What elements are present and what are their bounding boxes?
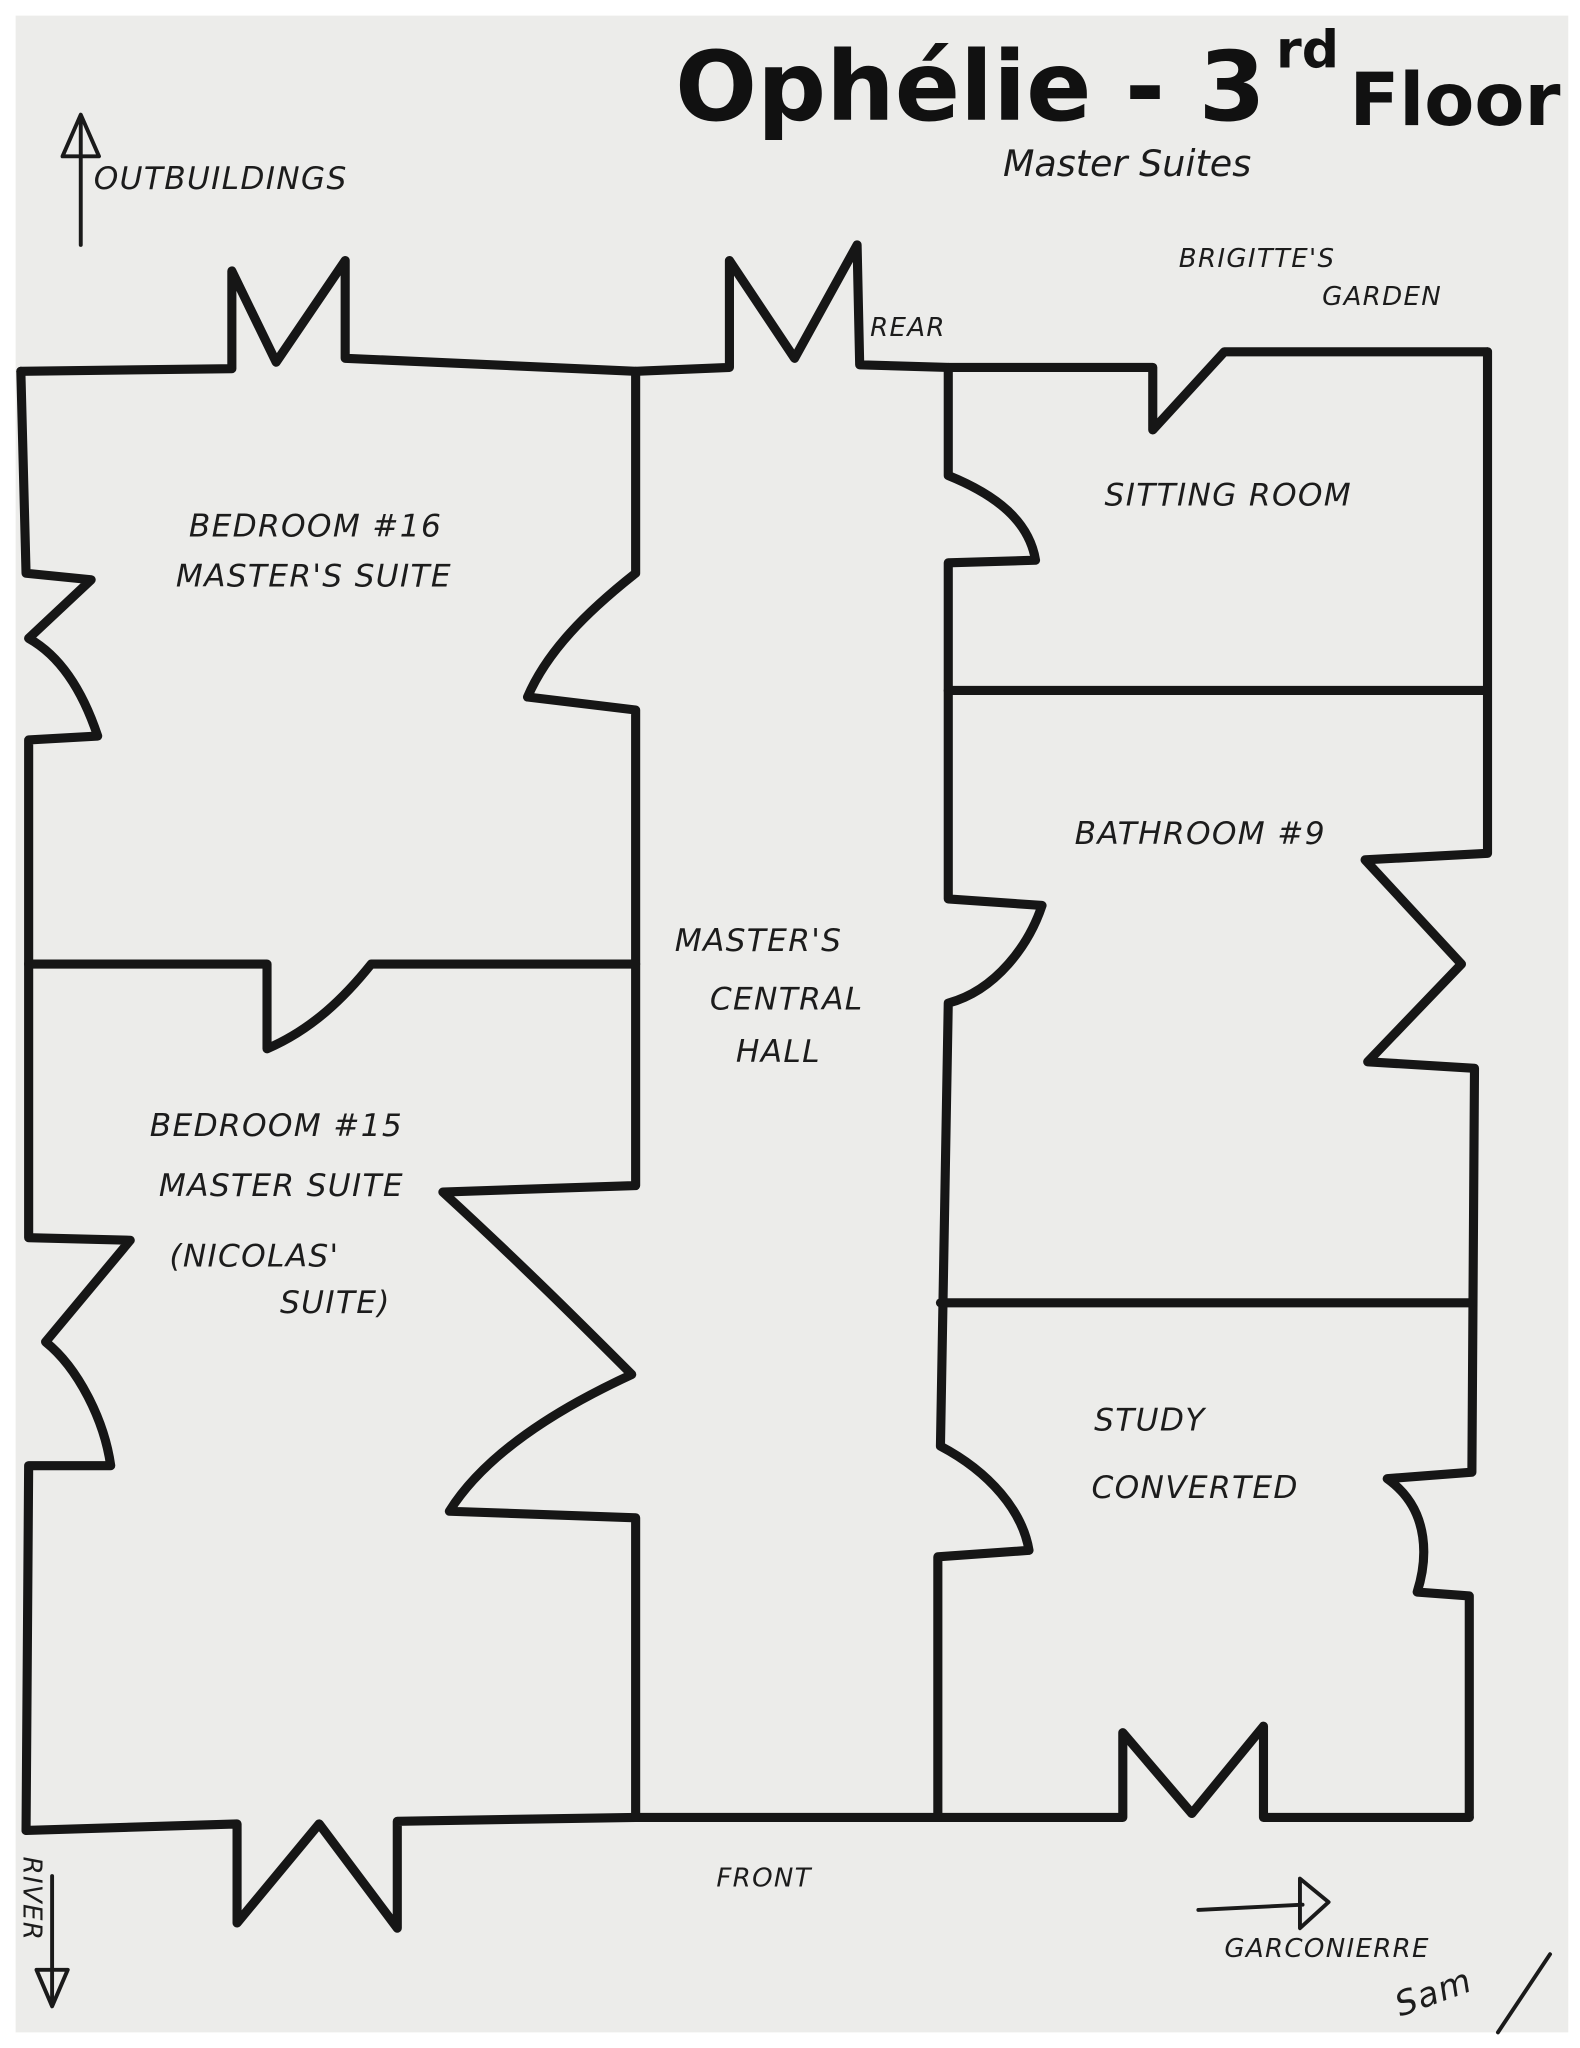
svg-text:BEDROOM #16: BEDROOM #16 (189, 509, 442, 545)
svg-text:MASTER SUITE: MASTER SUITE (159, 1168, 404, 1204)
bedroom-divider-wall (24, 959, 641, 1054)
garden-label-2: GARDEN (1322, 282, 1442, 312)
svg-text:HALL: HALL (736, 1034, 821, 1070)
room-bathroom-9: BATHROOM #9 (1075, 816, 1326, 852)
room-bedroom-15: BEDROOM #15 MASTER SUITE (NICOLAS' SUITE… (150, 1108, 404, 1321)
subtitle: Master Suites (1003, 142, 1251, 185)
title: Ophélie - 3 rd Floor (675, 21, 1560, 143)
paper (15, 15, 1569, 2033)
title-main: Ophélie - 3 (675, 31, 1265, 143)
east-rooms-west-wall (933, 362, 1047, 1822)
outer-wall-top (16, 240, 1493, 435)
front-label: FRONT (716, 1863, 812, 1893)
outer-wall-right (1360, 347, 1493, 1822)
garden-label-1: BRIGITTE'S (1179, 244, 1336, 274)
room-study: STUDY CONVERTED (1092, 1402, 1299, 1506)
title-superscript: rd (1276, 21, 1339, 81)
svg-text:CONVERTED: CONVERTED (1092, 1470, 1299, 1506)
svg-text:BEDROOM #15: BEDROOM #15 (150, 1108, 403, 1144)
svg-text:CENTRAL: CENTRAL (710, 982, 864, 1018)
svg-text:MASTER'S: MASTER'S (675, 923, 843, 959)
outbuildings-label: OUTBUILDINGS (94, 161, 348, 197)
svg-text:SUITE): SUITE) (280, 1285, 391, 1321)
svg-text:(NICOLAS': (NICOLAS' (169, 1238, 339, 1274)
river-label: RIVER (16, 1856, 46, 1941)
garconierre-label: GARCONIERRE (1224, 1934, 1429, 1964)
rear-label: REAR (870, 313, 946, 343)
room-bedroom-16: BEDROOM #16 MASTER'S SUITE (176, 509, 452, 595)
garconierre-arrow-icon (1196, 1876, 1331, 1931)
bedroom16-east-wall (438, 366, 641, 1822)
outbuildings-arrow-icon (60, 112, 101, 247)
outer-wall-left (16, 366, 135, 1835)
svg-text:MASTER'S SUITE: MASTER'S SUITE (176, 558, 452, 594)
svg-text:STUDY: STUDY (1094, 1402, 1207, 1438)
title-floor: Floor (1349, 58, 1560, 143)
room-sitting-room: SITTING ROOM (1105, 477, 1352, 513)
river-arrow-icon (34, 1874, 70, 2009)
room-central-hall: MASTER'S CENTRAL HALL (675, 923, 864, 1070)
